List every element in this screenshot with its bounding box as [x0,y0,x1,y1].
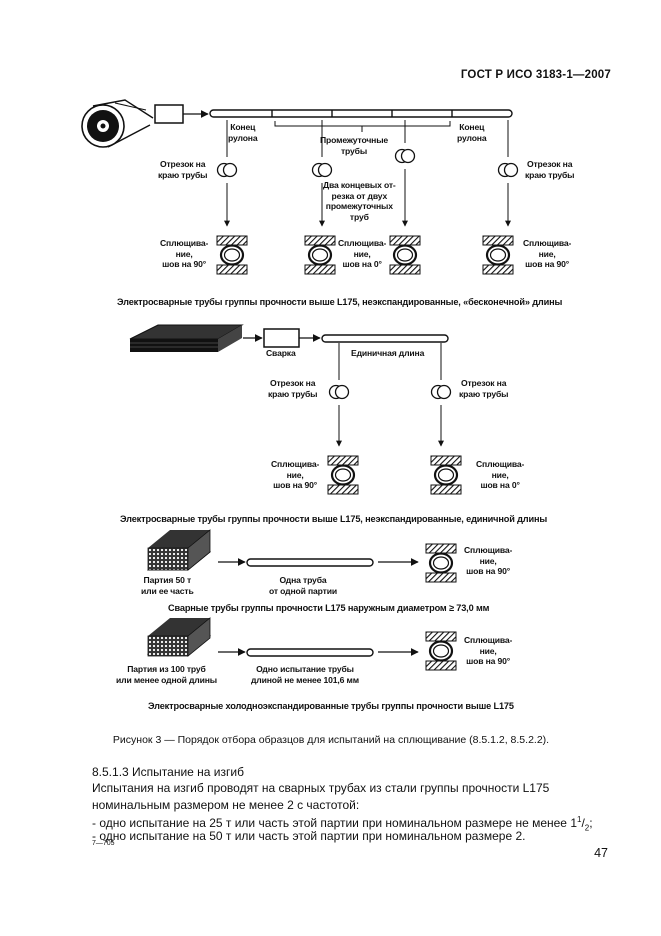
footer-code: 7—705 [92,840,115,847]
label-cut-right: Отрезок на краю трубы [525,159,575,180]
label-intermediate: Промежуточные трубы [320,135,389,156]
single-length-pipe [321,334,449,343]
coil-icon [81,99,154,148]
label-batch-50t: Партия 50 т или ее часть [141,575,194,596]
paragraph: Испытания на изгиб проводят на сварных т… [92,781,550,812]
label-single-length: Единичная длина [351,348,425,358]
continuous-pipe [209,109,513,118]
label-flat-2: Сплющива- ние, шов на 0° [338,238,387,269]
caption-diagram-1: Электросварные трубы группы прочности вы… [117,297,563,307]
flattening-test-3 [424,542,458,584]
weld-box [263,328,300,348]
label-weld: Сварка [266,348,296,358]
label-batch-100: Партия из 100 труб или менее одной длины [116,664,217,685]
flattening-test-4 [424,630,458,672]
caption-diagram-3: Сварные трубы группы прочности L175 нару… [168,603,490,613]
label-flat-2-2: Сплющива- ние, шов на 0° [476,459,525,490]
label-flat-3: Сплющива- ние, шов на 90° [464,545,513,576]
flattening-tests-2 [326,454,463,496]
caption-diagram-2: Электросварные трубы группы прочности вы… [120,514,548,524]
label-test-pipe: Одно испытание трубы длиной не менее 101… [251,664,359,685]
test-pipe-100 [246,648,374,657]
forming-machine-box [154,104,184,124]
label-cut-left: Отрезок на краю трубы [158,159,208,180]
label-flat-2-1: Сплющива- ние, шов на 90° [271,459,320,490]
label-cut-mid: Два концевых от- резка от двух промежуто… [323,180,396,222]
pipe-bundle-icon-100 [146,617,212,657]
label-cut-left-2: Отрезок на краю трубы [268,378,318,399]
label-single-pipe: Одна труба от одной партии [269,575,337,596]
plate-stack-icon [129,324,244,352]
label-flat-3: Сплющива- ние, шов на 90° [523,238,572,269]
bullet-item-2: - одно испытание на 50 т или часть этой … [92,829,526,843]
label-flat-1: Сплющива- ние, шов на 90° [160,238,209,269]
page-number: 47 [594,846,608,860]
label-end-left: Конец рулона [228,122,258,143]
label-cut-right-2: Отрезок на краю трубы [459,378,509,399]
label-end-right: Конец рулона [457,122,487,143]
page-header: ГОСТ Р ИСО 3183-1—2007 [460,69,611,81]
single-pipe-50t [246,558,374,567]
section-heading: 8.5.1.3 Испытание на изгиб [92,765,244,779]
label-flat-4: Сплющива- ние, шов на 90° [464,635,513,666]
figure-caption: Рисунок 3 — Порядок отбора образцов для … [112,734,550,746]
bullet-item-1: - одно испытание на 25 т или часть этой … [92,815,593,833]
caption-diagram-4: Электросварные холодноэкспандированные т… [148,701,514,711]
pipe-bundle-icon-50t [146,529,212,571]
